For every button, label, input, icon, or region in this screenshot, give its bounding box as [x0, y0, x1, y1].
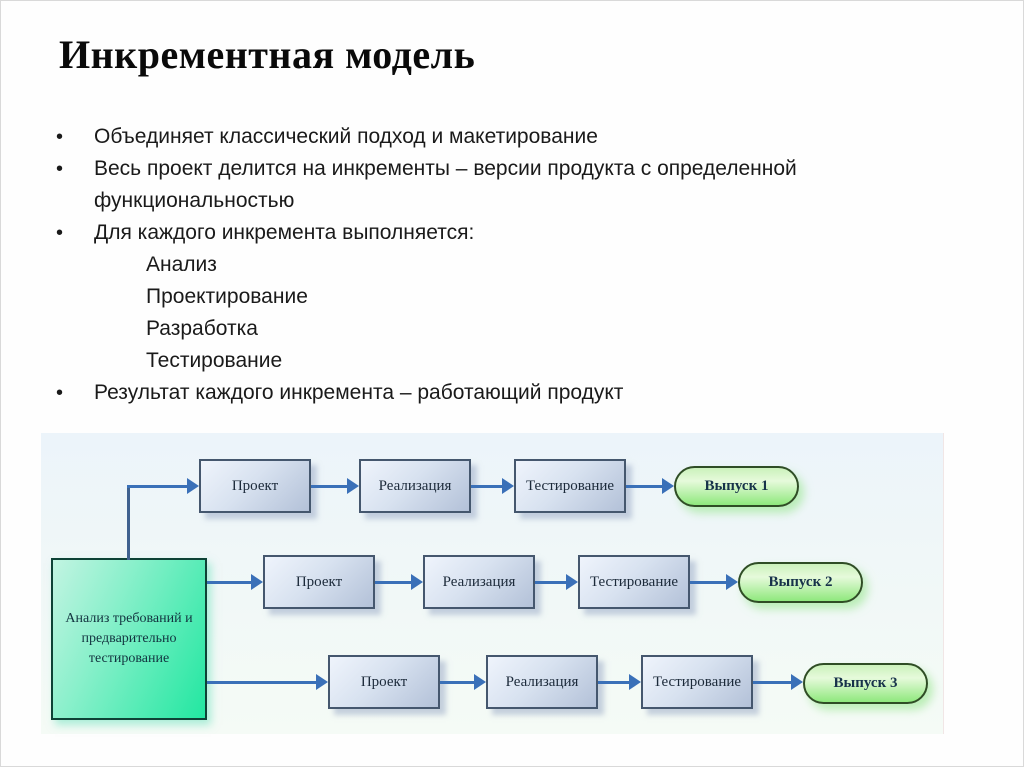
arrowhead-icon: [347, 478, 359, 494]
bullet-text: Результат каждого инкремента – работающи…: [94, 381, 624, 404]
row3-release-pill: Выпуск 3: [803, 663, 928, 704]
bullet-item: • Результат каждого инкремента – работаю…: [56, 377, 1006, 409]
bullet-marker: •: [56, 222, 64, 244]
arrow-icon: [471, 478, 514, 494]
arrowhead-icon: [187, 478, 199, 494]
arrowhead-icon: [474, 674, 486, 690]
row2-testing-box: Тестирование: [578, 555, 690, 609]
bullet-text: Объединяет классический подход и макетир…: [94, 125, 598, 148]
arrowhead-icon: [629, 674, 641, 690]
arrow-to-row1: [127, 478, 199, 494]
analysis-requirements-box: Анализ требований и предварительно тести…: [51, 558, 207, 720]
arrow-icon: [598, 674, 641, 690]
arrow-icon: [375, 574, 423, 590]
row3-testing-box: Тестирование: [641, 655, 753, 709]
row1-testing-box: Тестирование: [514, 459, 626, 513]
arrowhead-icon: [726, 574, 738, 590]
sub-item-text: Разработка: [146, 317, 258, 340]
sub-item-text: Проектирование: [146, 285, 308, 308]
row2-project-box: Проект: [263, 555, 375, 609]
slide-title: Инкрементная модель: [59, 32, 476, 77]
bullet-marker: •: [56, 158, 64, 180]
sub-item-text: Тестирование: [146, 349, 283, 372]
arrow-icon: [311, 478, 359, 494]
arrow-icon: [626, 478, 674, 494]
sub-item: Анализ: [56, 249, 1006, 281]
row1-implementation-box: Реализация: [359, 459, 471, 513]
bullet-list: • Объединяет классический подход и макет…: [56, 121, 1006, 409]
bullet-marker: •: [56, 382, 64, 404]
bullet-item: • Весь проект делится на инкременты – ве…: [56, 153, 1006, 217]
row3-project-box: Проект: [328, 655, 440, 709]
row2-release-pill: Выпуск 2: [738, 562, 863, 603]
bullet-marker: •: [56, 126, 64, 148]
arrowhead-icon: [251, 574, 263, 590]
arrowhead-icon: [502, 478, 514, 494]
sub-item: Проектирование: [56, 281, 1006, 313]
row3-implementation-box: Реализация: [486, 655, 598, 709]
arrowhead-icon: [662, 478, 674, 494]
arrow-icon: [440, 674, 486, 690]
bullet-text: Для каждого инкремента выполняется:: [94, 221, 475, 244]
incremental-model-diagram: Анализ требований и предварительно тести…: [41, 433, 944, 734]
arrow-to-row3: [207, 674, 328, 690]
row1-project-box: Проект: [199, 459, 311, 513]
arrowhead-icon: [791, 674, 803, 690]
arrow-icon: [690, 574, 738, 590]
arrow-icon: [535, 574, 578, 590]
arrowhead-icon: [316, 674, 328, 690]
sub-item: Тестирование: [56, 345, 1006, 377]
sub-item: Разработка: [56, 313, 1006, 345]
arrowhead-icon: [566, 574, 578, 590]
bullet-text: Весь проект делится на инкременты – верс…: [94, 157, 797, 212]
row2-implementation-box: Реализация: [423, 555, 535, 609]
row1-release-pill: Выпуск 1: [674, 466, 799, 507]
arrow-to-row2: [207, 574, 263, 590]
arrowhead-icon: [411, 574, 423, 590]
sub-item-text: Анализ: [146, 253, 217, 276]
arrow-icon: [753, 674, 803, 690]
bullet-item: • Для каждого инкремента выполняется:: [56, 217, 1006, 249]
bullet-item: • Объединяет классический подход и макет…: [56, 121, 1006, 153]
connector-line: [127, 485, 130, 560]
